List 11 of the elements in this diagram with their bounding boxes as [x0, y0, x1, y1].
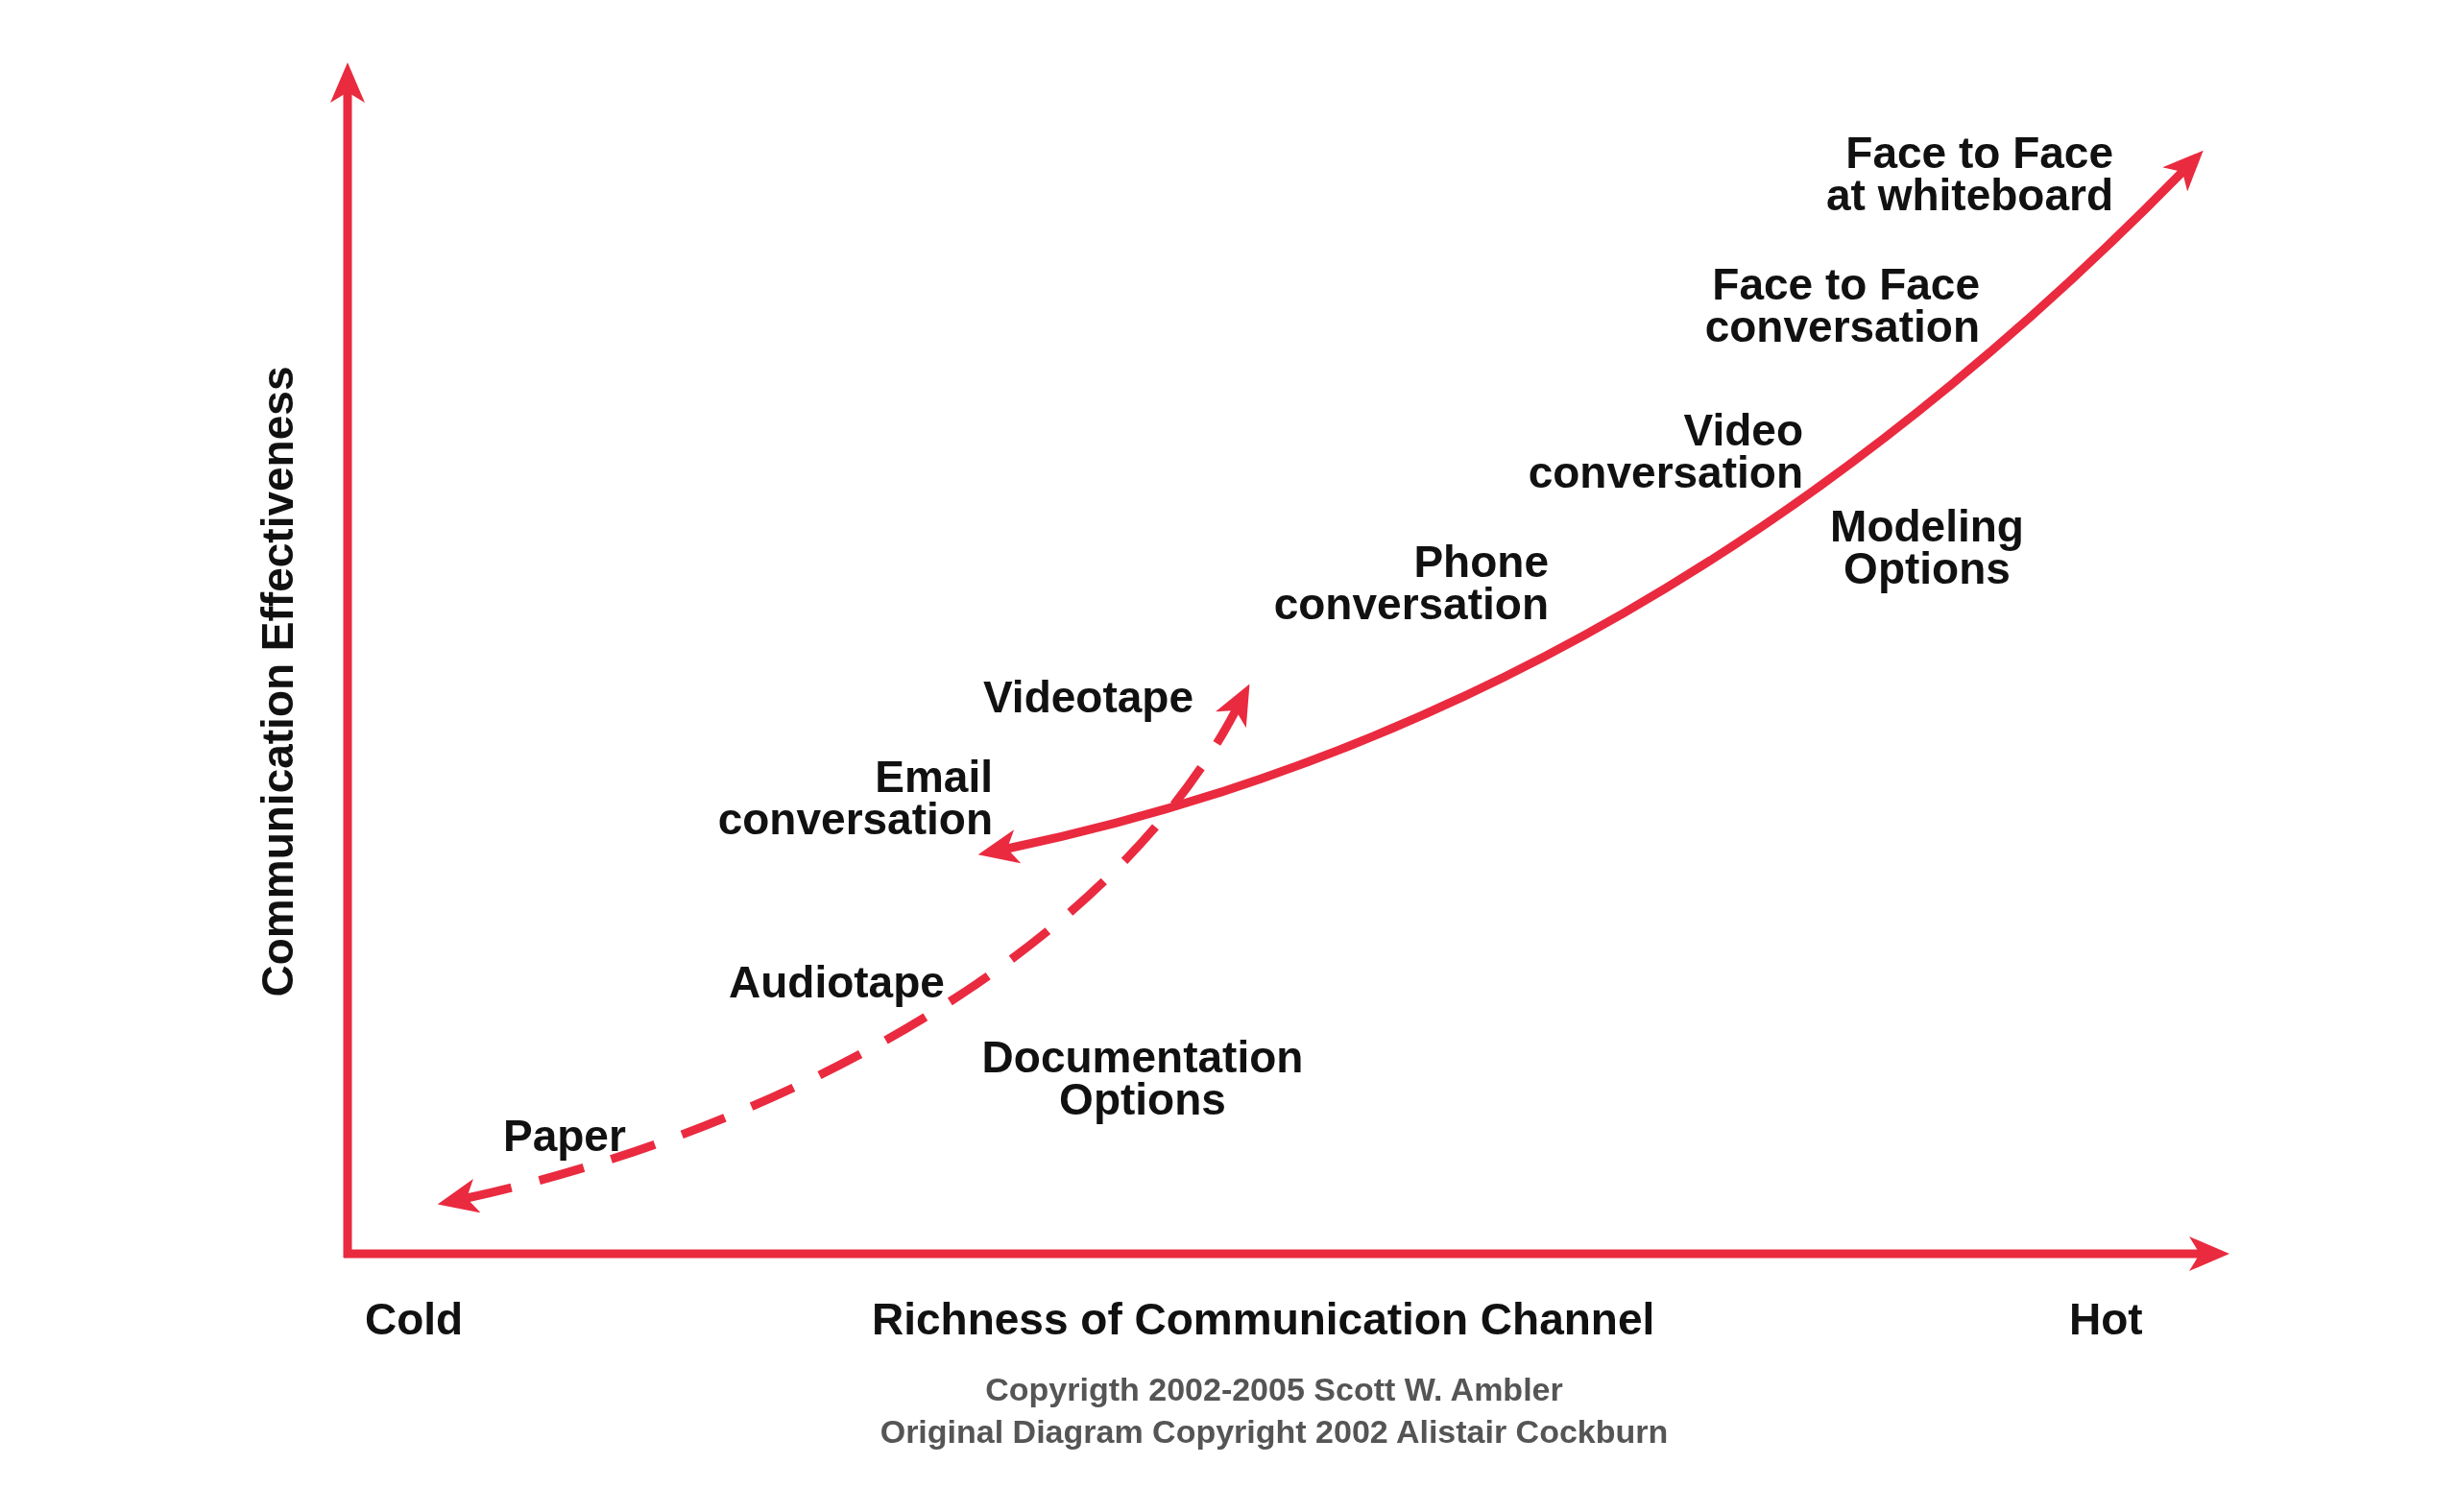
axis-end-label: Cold	[365, 1298, 464, 1340]
option-label: Email conversation	[716, 756, 993, 840]
axis-end-label: Hot	[2069, 1298, 2143, 1340]
option-label: Video conversation	[1527, 409, 1803, 493]
option-label: Phone conversation	[1272, 540, 1549, 625]
option-label: Face to Face conversation	[1703, 263, 1980, 348]
copyright-note: Copyrigth 2002-2005 Scott W. Ambler	[985, 1373, 1563, 1405]
copyright-note: Original Diagram Copyright 2002 Alistair Cockburn	[880, 1415, 1669, 1448]
y-axis-title: Communication Effectiveness	[256, 366, 299, 997]
x-axis-title: Richness of Communication Channel	[872, 1298, 1655, 1340]
option-label: Face to Face at whiteboard	[1824, 132, 2113, 216]
